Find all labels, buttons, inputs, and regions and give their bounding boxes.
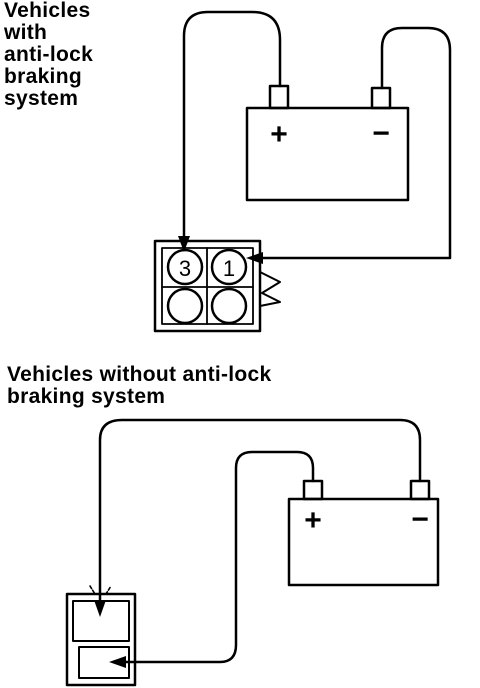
abs-positive-symbol: + [270,118,288,151]
abs-pin-1 [210,248,248,286]
non-abs-heading-line: braking system [7,385,166,408]
non-abs-positive-lead [124,450,315,664]
non-abs-connector-lower-contact [78,646,130,679]
abs-connector-outer [153,239,262,333]
abs-pin-lower-left [166,287,204,325]
abs-heading-line: system [4,87,79,110]
non-abs-heading: Vehicles without anti-lock braking syste… [7,364,347,408]
abs-pin-3-label: 3 [179,256,191,281]
abs-pin-1-label: 1 [223,256,235,281]
abs-heading-line: Vehicles [4,0,91,22]
abs-battery-body [245,106,410,202]
non-abs-negative-lead [98,418,422,604]
non-abs-upper-arrow [94,600,106,617]
abs-negative-lead [261,26,452,260]
non-abs-positive-symbol: + [304,504,322,537]
non-abs-battery-negative-terminal [409,479,431,501]
abs-negative-symbol: − [372,117,390,150]
non-abs-connector-tab [89,585,112,595]
abs-battery-negative-terminal [370,86,392,110]
abs-pin3-arrow [178,236,190,252]
non-abs-battery-positive-terminal [302,479,324,501]
non-abs-negative-symbol: − [411,503,429,536]
abs-connector-latch [259,271,281,307]
abs-pin1-arrow [246,252,263,264]
abs-heading: Vehicles with anti-lock braking system [4,0,154,110]
abs-pin-3 [166,248,204,286]
abs-battery-positive-terminal [268,84,290,110]
non-abs-battery-body [287,497,440,587]
abs-heading-line: braking [4,65,82,88]
non-abs-lower-arrow [109,656,126,668]
non-abs-heading-line: Vehicles without anti-lock [7,363,272,386]
abs-heading-line: with [4,21,48,44]
abs-connector [153,239,281,333]
abs-positive-lead [182,10,282,240]
abs-heading-line: anti-lock [4,43,94,66]
abs-pin-lower-right [210,287,248,325]
